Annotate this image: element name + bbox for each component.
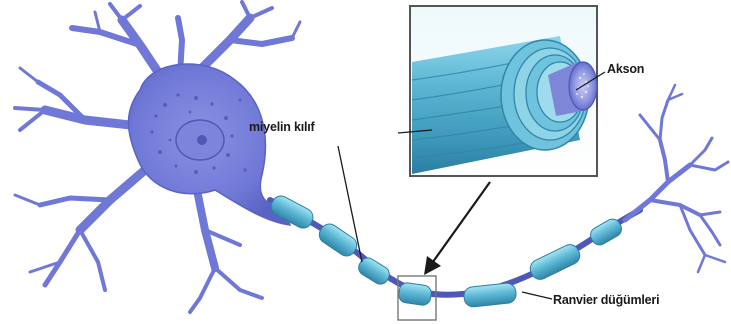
nodes-of-ranvier-label: Ranvier düğümleri [553, 293, 659, 307]
myelin-segment [398, 282, 432, 306]
myelin-sheath-label: miyelin kılıf [249, 120, 314, 134]
arrow-icon [424, 182, 490, 275]
axon-label: Akson [607, 62, 644, 76]
myelin-segment [527, 242, 583, 283]
myelin-segment [268, 193, 316, 231]
ranvier-leader-line [522, 292, 552, 299]
myelin-segment [463, 282, 517, 307]
axon-terminals [625, 85, 728, 272]
myelin-segments [268, 193, 624, 308]
axon-fiber [270, 200, 640, 295]
inset-panel [410, 6, 597, 176]
cell-body [128, 64, 290, 225]
